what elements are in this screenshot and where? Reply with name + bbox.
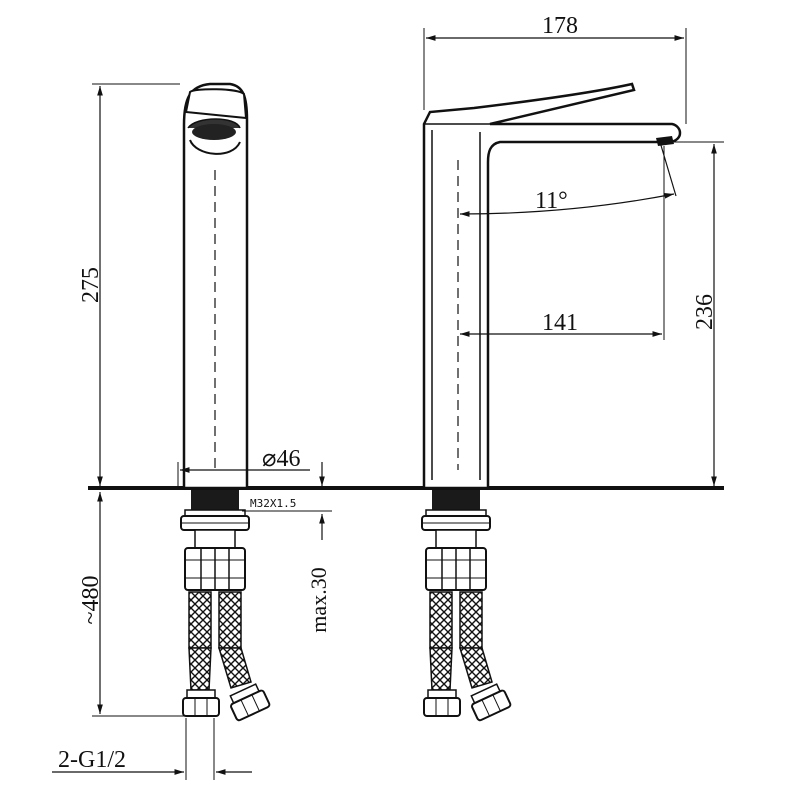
- hose-length-label: ~480: [78, 576, 104, 625]
- thread-label: M32X1.5: [250, 497, 296, 510]
- base-diameter-dimension: ⌀46: [177, 446, 310, 486]
- reach-dimension: 141: [460, 146, 665, 340]
- angle-dimension: 11°: [459, 141, 677, 217]
- spout-height-label: 236: [692, 294, 718, 330]
- connection-dimension: 2-G1/2: [52, 718, 252, 780]
- side-view: [421, 82, 682, 723]
- width-dimension: 178: [423, 13, 687, 124]
- height-dimension: 275: [78, 83, 180, 486]
- thread-dimension: M32X1.5: [242, 497, 310, 512]
- height-label: 275: [78, 267, 104, 303]
- front-view: [180, 82, 272, 723]
- max-thickness-dimension: max.30: [300, 462, 332, 633]
- reach-label: 141: [542, 310, 578, 336]
- base-diameter-label: ⌀46: [262, 446, 300, 472]
- hose-length-dimension: ~480: [78, 492, 186, 717]
- width-label: 178: [542, 13, 578, 39]
- angle-label: 11°: [535, 188, 568, 214]
- connection-label: 2-G1/2: [58, 747, 126, 773]
- max-thickness-label: max.30: [306, 567, 331, 632]
- spout-height-dimension: 236: [672, 141, 724, 486]
